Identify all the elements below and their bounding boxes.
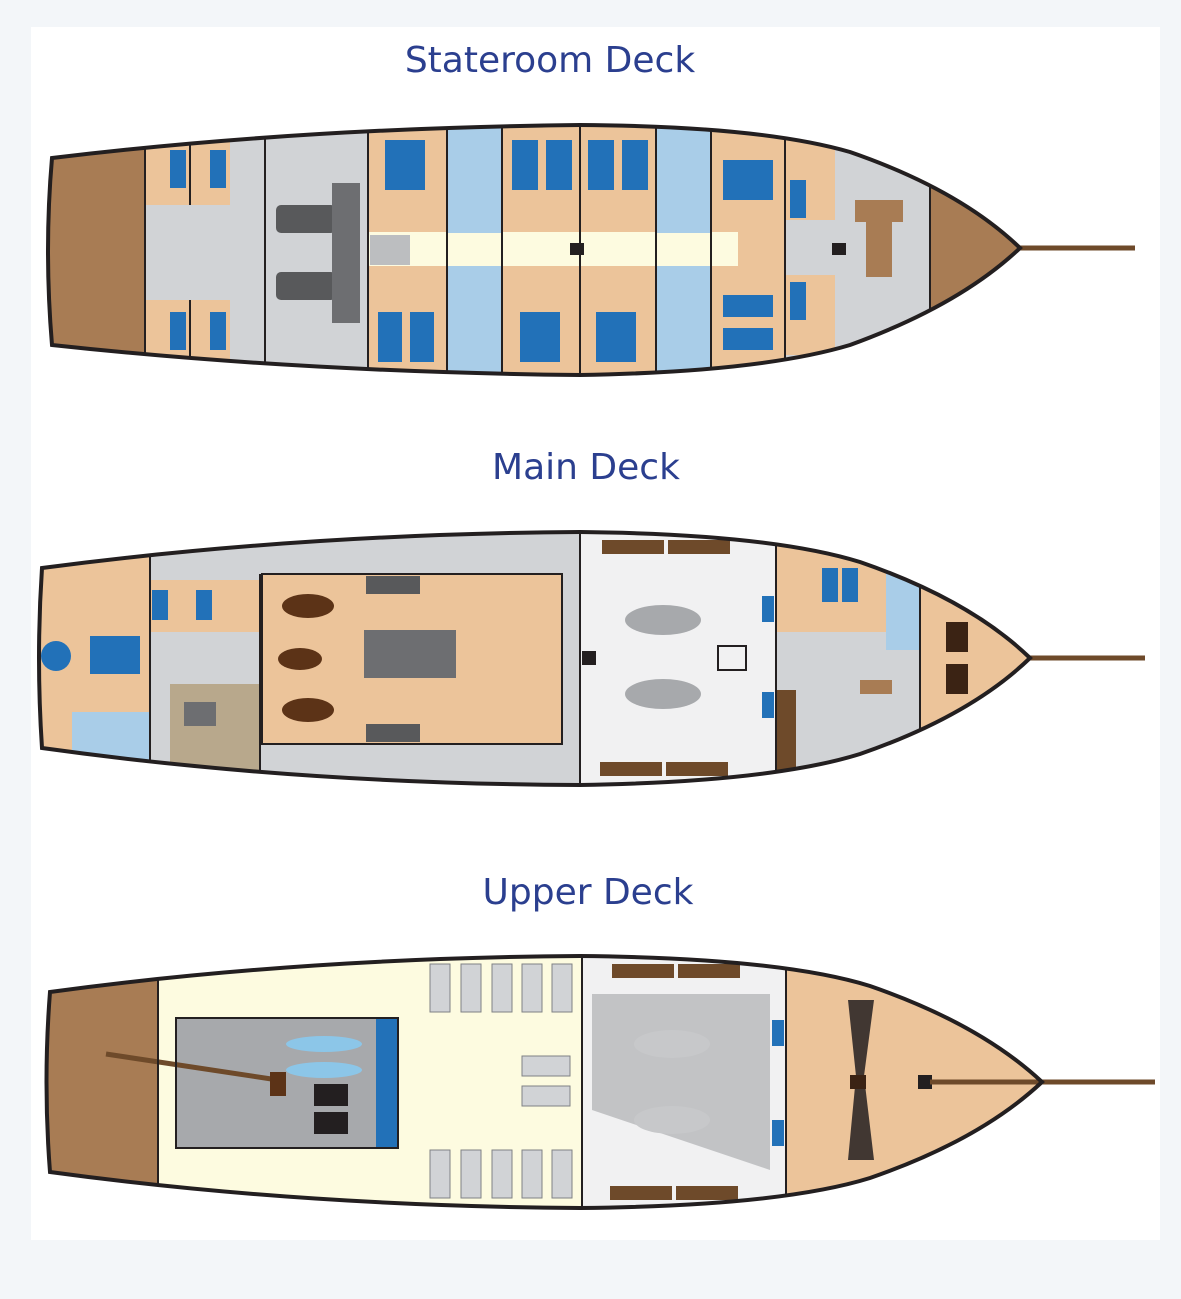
hull-outline bbox=[46, 122, 1023, 378]
stateroom-deck-plan bbox=[46, 122, 1135, 378]
main-deck-plan bbox=[37, 529, 1145, 788]
stern-storage bbox=[48, 125, 145, 375]
corridor bbox=[368, 232, 738, 266]
hull-outline bbox=[44, 953, 1045, 1211]
sun-awning bbox=[592, 994, 770, 1170]
stateroom-deck-title: Stateroom Deck bbox=[404, 40, 696, 81]
hull-outline bbox=[37, 529, 1033, 788]
beds bbox=[170, 140, 806, 362]
dining-deck bbox=[580, 532, 776, 785]
galley bbox=[170, 684, 260, 774]
stern-deck bbox=[46, 956, 158, 1208]
main-deck-title: Main Deck bbox=[492, 447, 680, 488]
upper-deck-plan bbox=[44, 953, 1155, 1211]
bathrooms bbox=[447, 125, 711, 375]
upper-deck-title: Upper Deck bbox=[482, 872, 694, 913]
